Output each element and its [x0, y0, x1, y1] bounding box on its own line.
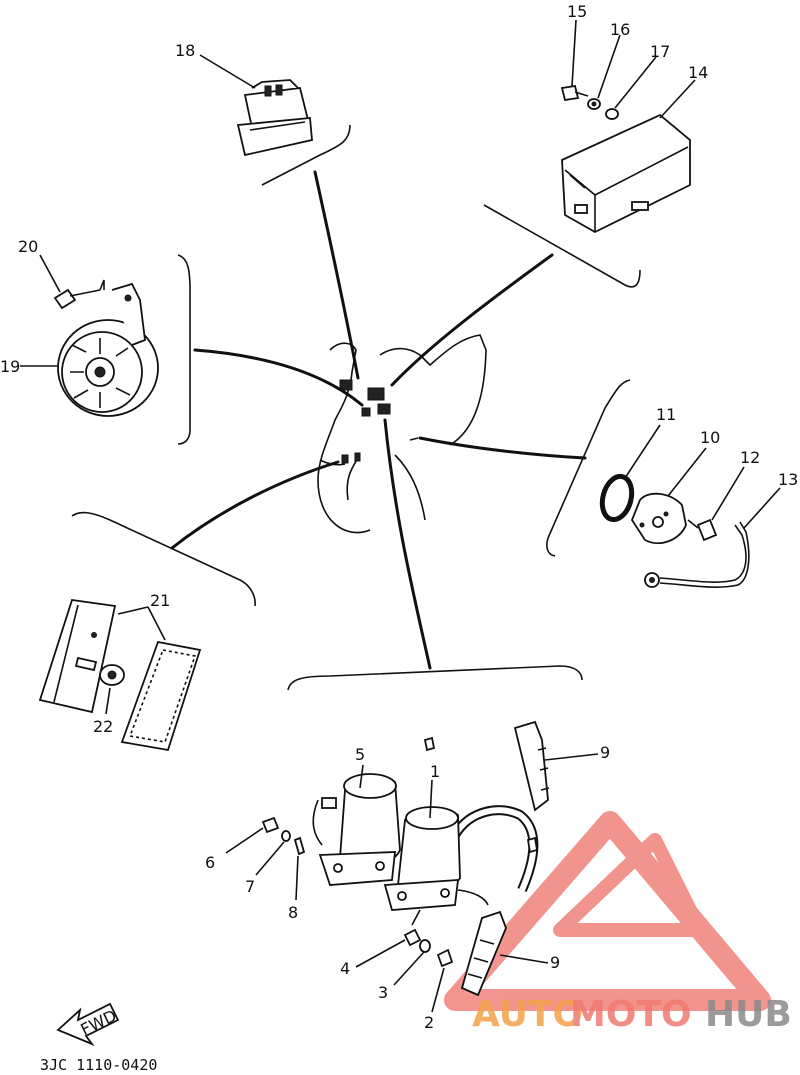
label-1: 1	[430, 762, 440, 781]
label-15: 15	[567, 2, 587, 21]
label-8: 8	[288, 903, 298, 922]
part-14-cdi-unit	[561, 113, 691, 234]
label-11: 11	[656, 405, 676, 424]
label-10: 10	[700, 428, 720, 447]
label-2: 2	[424, 1013, 434, 1032]
label-12: 12	[740, 448, 760, 467]
watermark-text: AUTO MOTO HUB	[472, 994, 792, 1035]
leader-lines	[170, 170, 587, 670]
label-4: 4	[340, 959, 350, 978]
part-13-lead-wire	[644, 521, 750, 588]
part-19-horn	[57, 282, 159, 417]
part-22-grommet	[99, 664, 125, 686]
diagram-code: 3JC 1110-0420	[40, 1056, 157, 1074]
label-3: 3	[378, 983, 388, 1002]
fwd-arrow-icon: FWD	[56, 1002, 119, 1047]
label-9-upper: 9	[600, 743, 610, 762]
label-18: 18	[175, 41, 195, 60]
part-15-bolt	[560, 84, 589, 102]
watermark-moto: MOTO	[570, 994, 692, 1035]
part-20-bolt	[53, 279, 105, 310]
part-5-ignition-coil	[312, 773, 401, 886]
label-13: 13	[778, 470, 798, 489]
label-14: 14	[688, 63, 708, 82]
label-5: 5	[355, 745, 365, 764]
part-1-ignition-coil	[383, 806, 489, 926]
label-19: 19	[0, 357, 20, 376]
label-9-lower: 9	[550, 953, 560, 972]
label-20: 20	[18, 237, 38, 256]
frame-sketch	[317, 334, 487, 534]
part-12-screw	[687, 518, 718, 542]
label-17: 17	[650, 42, 670, 61]
part-17-collar	[605, 108, 619, 120]
parts-2-8-fasteners	[261, 816, 454, 968]
part-9-spark-plug-lead-lower	[450, 805, 539, 997]
watermark-hub: HUB	[705, 994, 792, 1035]
label-7: 7	[245, 877, 255, 896]
label-22: 22	[93, 717, 113, 736]
label-16: 16	[610, 20, 630, 39]
part-10-switch	[630, 492, 687, 545]
part-9-spark-plug-lead-upper	[377, 707, 550, 812]
part-18-relay	[236, 79, 313, 157]
callout-lines	[20, 19, 781, 1013]
part-16-washer	[587, 98, 601, 110]
label-21: 21	[150, 591, 170, 610]
watermark-auto: AUTO	[472, 994, 583, 1035]
part-21-reflector	[38, 599, 202, 752]
group-brackets	[71, 124, 641, 691]
watermark-logo-icon	[444, 811, 771, 1011]
part-11-o-ring	[599, 473, 635, 523]
label-6: 6	[205, 853, 215, 872]
part-labels: 18 15 16 17 14 20 19 11 10 12 13 21 22 5…	[0, 2, 798, 1032]
